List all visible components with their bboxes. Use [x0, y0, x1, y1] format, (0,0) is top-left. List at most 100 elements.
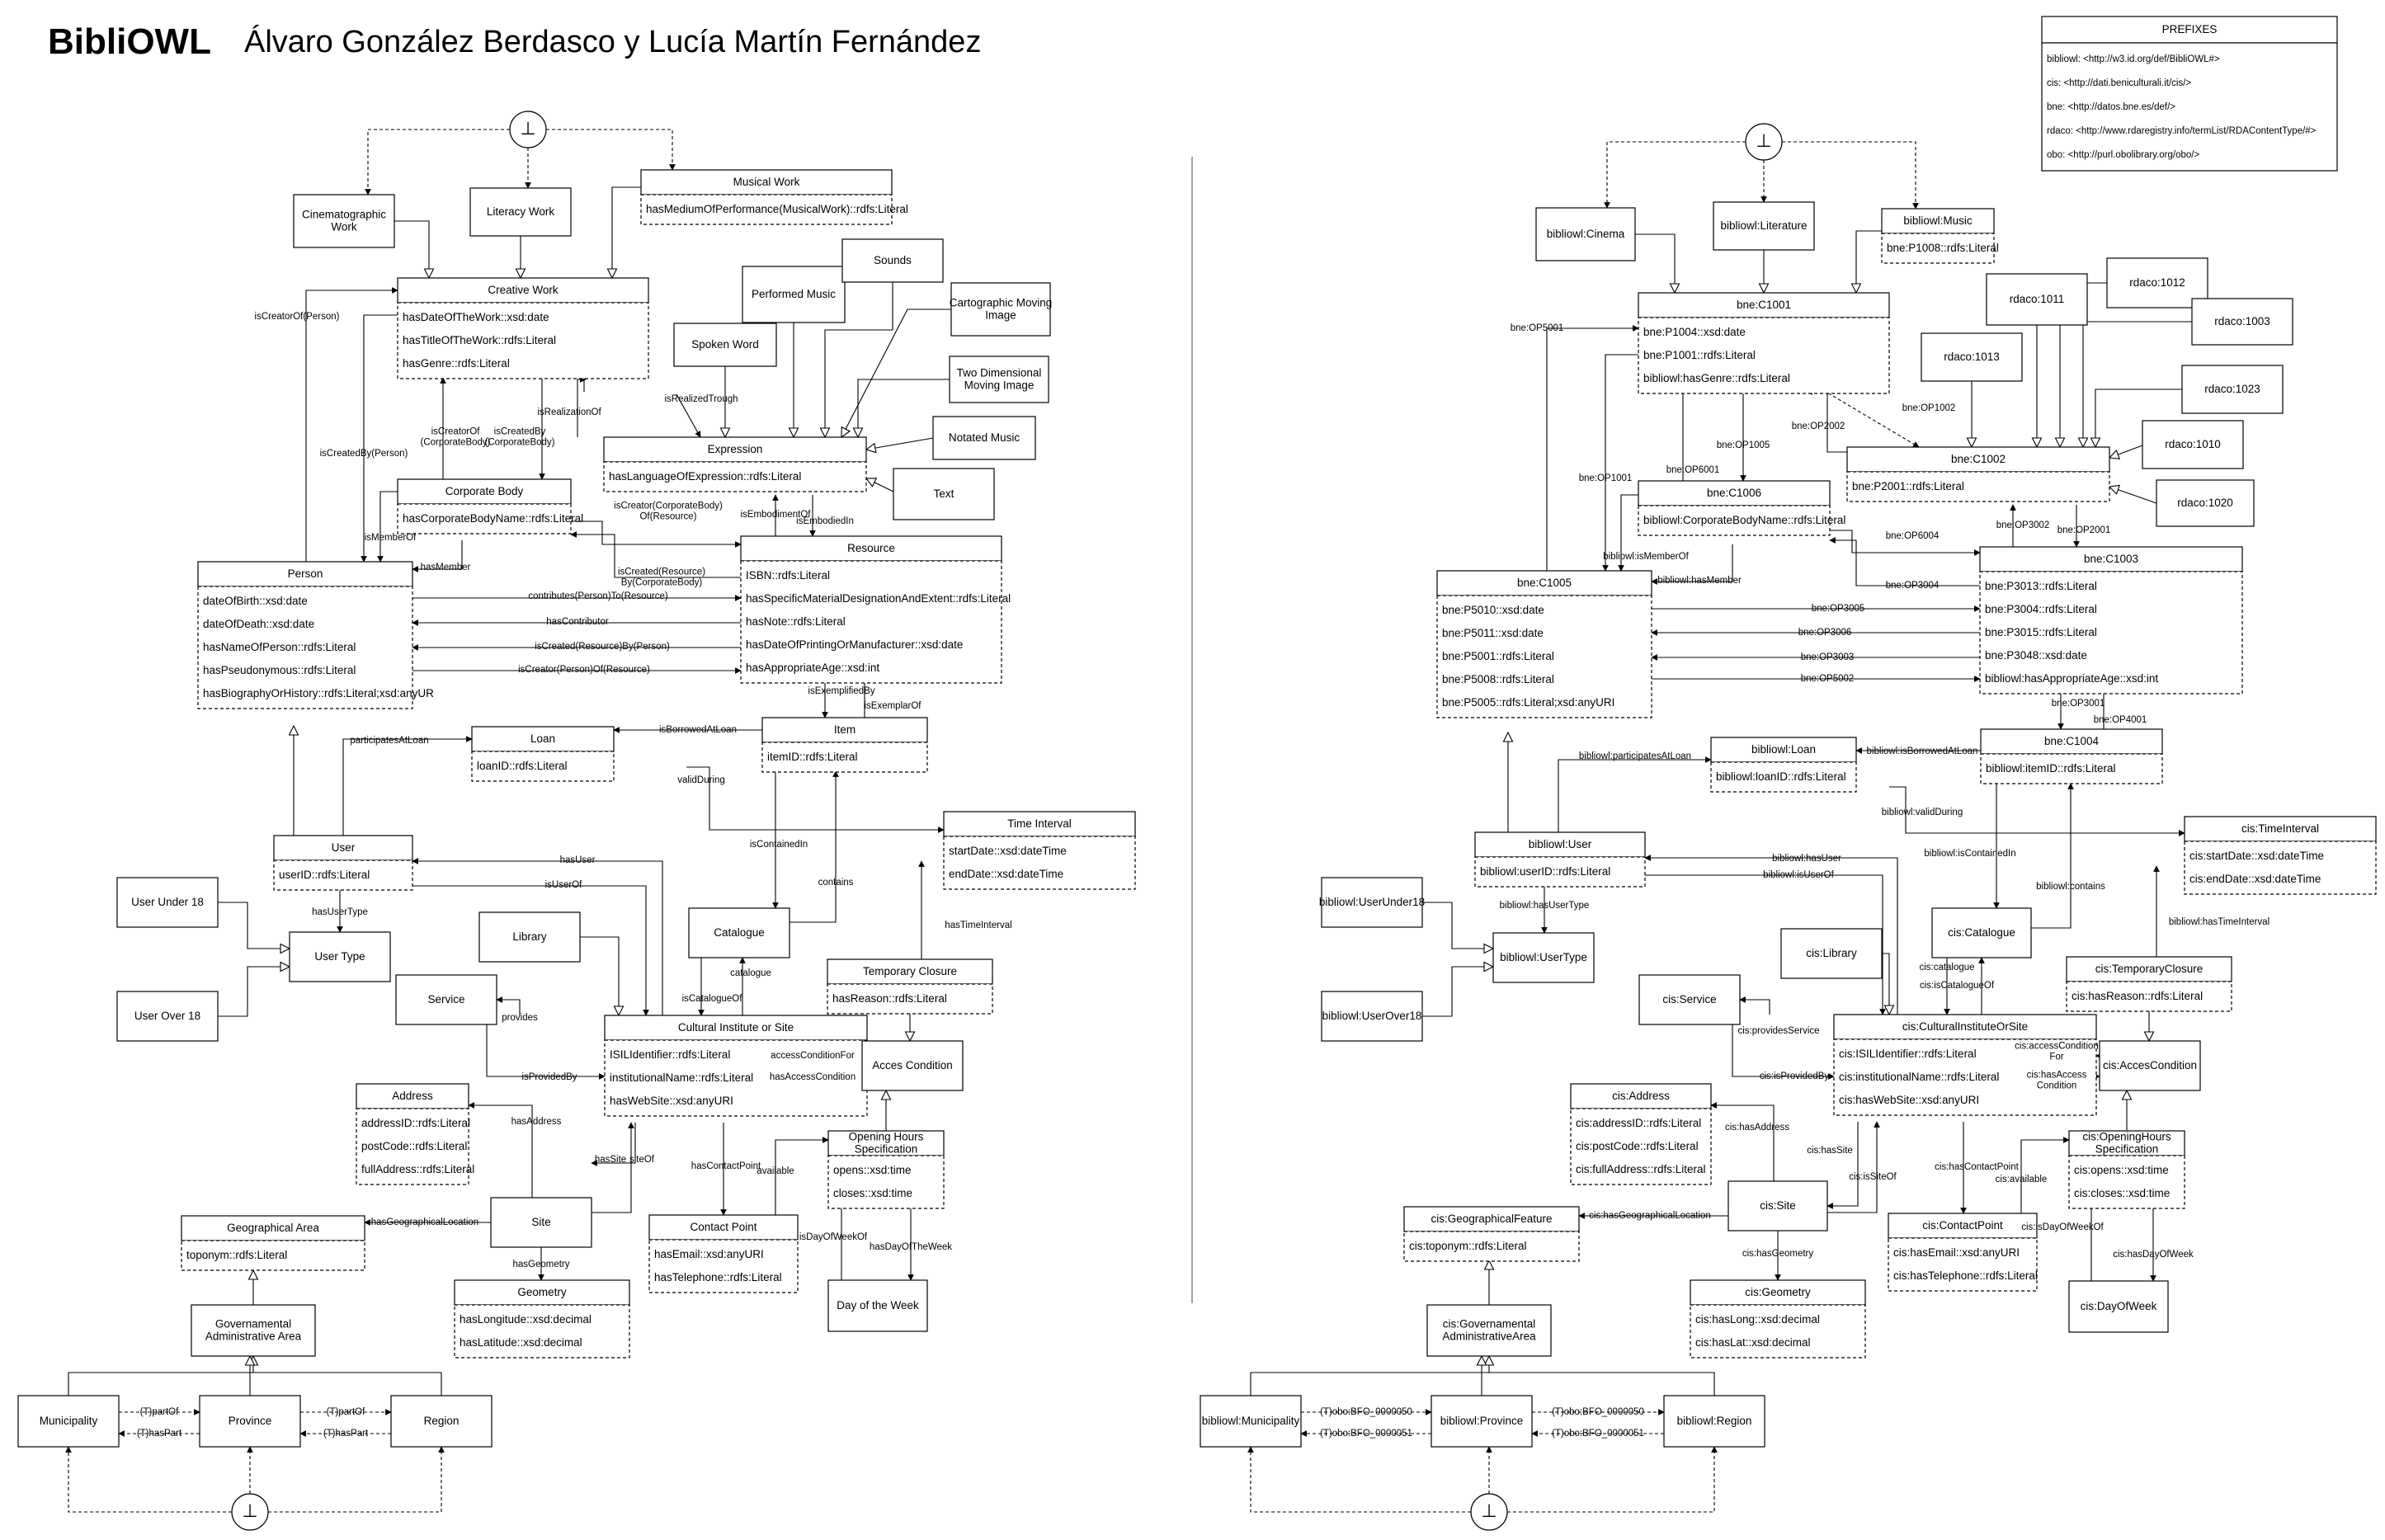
l-edge-label: isEmbodimentOf — [740, 510, 811, 520]
class-attribute: hasCorporateBodyName::rdfs:Literal — [403, 512, 583, 525]
r-edge-label: cis:providesService — [1737, 1026, 1819, 1036]
class-attribute: toponym::rdfs:Literal — [186, 1249, 287, 1261]
r-edge-label: cis:isCatalogueOf — [1920, 981, 1995, 991]
class-attribute: bne:P5010::xsd:date — [1442, 604, 1544, 616]
class-name: bibliowl:Music — [1903, 214, 1973, 227]
r-edge-label: bne:OP3003 — [1801, 652, 1855, 662]
class-attribute: bne:P2001::rdfs:Literal — [1852, 480, 1964, 492]
relation-edge — [580, 936, 619, 1015]
class-name: Sounds — [874, 254, 912, 266]
relation-edge — [790, 770, 839, 923]
class-attribute: bibliowl:itemID::rdfs:Literal — [1986, 762, 2116, 775]
relation-edge — [1830, 530, 1981, 556]
relation-edge — [1651, 544, 1733, 585]
right-class-rdaco-1020: rdaco:1020 — [2156, 479, 2255, 527]
l-edge-label: available — [757, 1166, 794, 1176]
right-class-bibliowl-province: bibliowl:Province — [1431, 1395, 1533, 1448]
relation-edge — [1710, 1102, 1775, 1181]
class-name: bibliowl:Cinema — [1547, 228, 1625, 240]
r-edge-label: (T)obo:BFO_0000050 — [1552, 1407, 1644, 1417]
class-attribute: startDate::xsd:dateTime — [949, 845, 1067, 857]
left-class-catalogue: Catalogue — [688, 907, 790, 958]
class-attribute: bibliowl:CorporateBodyName::rdfs:Literal — [1643, 514, 1845, 526]
class-attribute: cis:hasEmail::xsd:anyURI — [1893, 1246, 2020, 1259]
l-edge-label: accessConditionFor — [771, 1051, 855, 1061]
left-class-cultural-institute-or-site: Cultural Institute or SiteISILIdentifier… — [604, 1015, 868, 1117]
r-edge-label: bne:OP3002 — [1996, 520, 2050, 530]
relation-edge — [1507, 1446, 1718, 1513]
class-attribute: bne:P1004::xsd:date — [1643, 326, 1746, 338]
class-name: cis:Catalogue — [1948, 926, 2015, 939]
l-edge-label: isMemberOf — [365, 533, 417, 543]
relation-edge — [1827, 1121, 1880, 1213]
class-attribute: bne:P1008::rdfs:Literal — [1887, 242, 1999, 254]
right-class-bibliowl-literature: bibliowl:Literature — [1713, 201, 1815, 251]
class-name: Address — [392, 1090, 433, 1102]
right-class-bibliowl-userunder18: bibliowl:UserUnder18 — [1319, 877, 1425, 928]
relation-edge — [1489, 1372, 1715, 1396]
class-name: Temporary Closure — [863, 965, 957, 977]
class-attribute: hasTelephone::rdfs:Literal — [654, 1271, 782, 1283]
relation-edge — [546, 129, 676, 171]
r-edge-label: bne:OP5002 — [1801, 674, 1855, 684]
r-edge-label: bne:OP1005 — [1717, 440, 1770, 450]
class-attribute: hasWebSite::xsd:anyURI — [610, 1095, 733, 1107]
class-attribute: hasLanguageOfExpression::rdfs:Literal — [609, 470, 801, 483]
left-class-library: Library — [478, 911, 581, 963]
class-attribute: itemID::rdfs:Literal — [767, 751, 858, 763]
relation-edge — [1604, 141, 1746, 209]
left-class-creative-work: Creative WorkhasDateOfTheWork::xsd:dateh… — [397, 277, 649, 379]
l-edge-label: hasMember — [421, 563, 471, 572]
class-attribute: bne:P1001::rdfs:Literal — [1643, 349, 1756, 361]
right-class-rdaco-1003: rdaco:1003 — [2191, 298, 2293, 346]
class-attribute: cis:postCode::rdfs:Literal — [1576, 1140, 1699, 1152]
l-edge-label: hasAddress — [511, 1117, 562, 1127]
class-name: rdaco:1013 — [1944, 351, 2000, 363]
class-attribute: hasMediumOfPerformance(MusicalWork)::rdf… — [646, 203, 908, 215]
left-class-province: Province — [199, 1395, 301, 1448]
class-name: Geographical Area — [227, 1222, 319, 1234]
class-attribute: hasTitleOfTheWork::rdfs:Literal — [403, 334, 556, 346]
class-attribute: hasGenre::rdfs:Literal — [403, 357, 510, 370]
l-edge-label: hasGeometry — [512, 1260, 569, 1269]
right-class-cis-service: cis:Service — [1638, 974, 1741, 1025]
right-class-bne-c1003: bne:C1003bne:P3013::rdfs:Literalbne:P300… — [1979, 546, 2243, 695]
relation-edge — [1739, 996, 1770, 1015]
r-edge-label: bibliowl:hasMember — [1657, 576, 1742, 586]
relation-edge — [218, 967, 290, 1017]
class-name: bibliowl:User — [1529, 838, 1592, 850]
class-attribute: bibliowl:loanID::rdfs:Literal — [1716, 770, 1846, 783]
class-name: bibliowl:UserOver18 — [1322, 1010, 1422, 1022]
left-class-text: Text — [893, 468, 995, 520]
class-attribute: hasPseudonymous::rdfs:Literal — [203, 664, 356, 676]
l-edge-label: isCreatorOf(CorporateBody) — [420, 427, 490, 448]
class-attribute: institutionalName::rdfs:Literal — [610, 1071, 753, 1084]
class-name: bne:C1004 — [2044, 735, 2100, 747]
l-edge-label: participatesAtLoan — [350, 736, 428, 746]
l-edge-label: hasDayOfTheWeek — [870, 1242, 952, 1252]
class-name: Contact Point — [690, 1221, 757, 1233]
relation-edge — [342, 736, 473, 836]
class-name: rdaco:1003 — [2214, 315, 2270, 327]
class-name: rdaco:1011 — [2010, 293, 2065, 305]
l-edge-label: isCreated(Resource)By(Person) — [535, 642, 670, 652]
l-edge-label: isExemplifiedBy — [808, 686, 874, 696]
relation-edge — [412, 540, 463, 572]
class-name: Cultural Institute or Site — [678, 1021, 794, 1034]
right-class-bibliowl-region: bibliowl:Region — [1663, 1395, 1765, 1448]
relation-edge — [577, 376, 587, 437]
prefix-item: cis: <http://dati.beniculturali.it/cis/> — [2047, 78, 2191, 88]
class-name: Day of the Week — [837, 1299, 919, 1312]
class-name: bne:C1003 — [2084, 553, 2138, 565]
r-edge-label: bne:OP5001 — [1511, 323, 1564, 333]
left-class-expression: ExpressionhasLanguageOfExpression::rdfs:… — [603, 436, 867, 492]
left-class-literacy-work: Literacy Work — [469, 187, 572, 237]
class-name: Notated Music — [949, 431, 1020, 444]
